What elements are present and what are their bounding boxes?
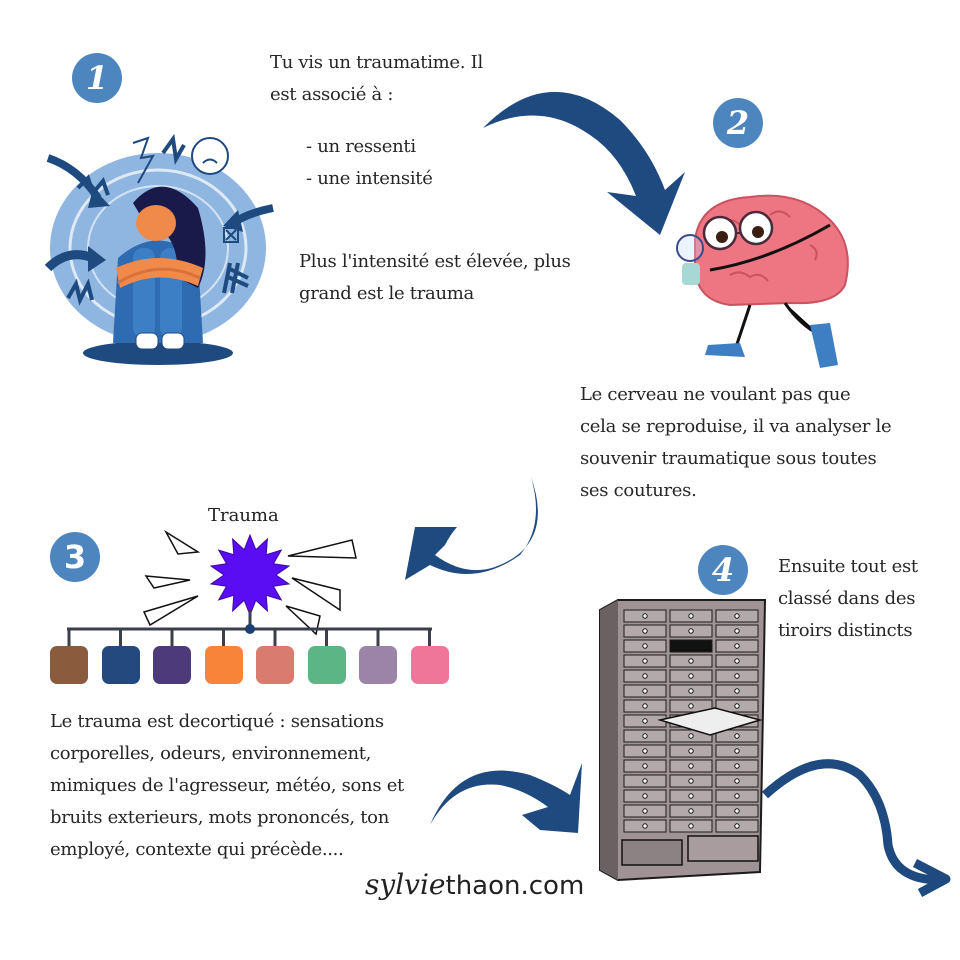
drawer-knob xyxy=(688,793,694,799)
drawer-knob xyxy=(642,823,648,829)
drawer-knob xyxy=(734,748,740,754)
drawer-knob xyxy=(688,688,694,694)
drawer-knob xyxy=(688,778,694,784)
drawer-knob xyxy=(688,703,694,709)
brand-watermark: sylviethaon.com xyxy=(365,868,584,901)
drawer-knob xyxy=(734,688,740,694)
category-tree-connector xyxy=(67,610,432,648)
drawer xyxy=(669,639,713,653)
drawer-knob xyxy=(642,703,648,709)
drawer-knob xyxy=(734,733,740,739)
step-1-intro: Tu vis un traumatime. Il est associé à : xyxy=(270,47,483,111)
drawer-knob xyxy=(688,763,694,769)
brand-signature: sylvie xyxy=(365,868,446,901)
drawer-knob xyxy=(642,643,648,649)
drawer-knob xyxy=(734,628,740,634)
arrow-step1-to-step2-icon xyxy=(483,91,685,235)
step-2-number: 2 xyxy=(726,104,750,142)
drawer-knob xyxy=(734,778,740,784)
step-3-text-line: Le trauma est decortiqué : sensations xyxy=(50,711,384,732)
drawer-knob xyxy=(734,613,740,619)
drawer-knob xyxy=(734,643,740,649)
category-box xyxy=(101,646,140,684)
bullet-item: - une intensité xyxy=(306,168,433,189)
step-1-conclusion: Plus l'intensité est élevée, plus grand … xyxy=(299,246,571,310)
drawer-knob xyxy=(642,778,648,784)
drawer-knob xyxy=(734,823,740,829)
step-3-text-line: mimiques de l'agresseur, météo, sons et xyxy=(50,775,404,796)
drawer-knob xyxy=(642,733,648,739)
bullet-item: - un ressenti xyxy=(306,136,416,157)
category-box xyxy=(153,646,191,684)
step-1-conclusion-line: Plus l'intensité est élevée, plus xyxy=(299,251,571,272)
drawer-knob xyxy=(734,703,740,709)
category-box xyxy=(256,646,294,684)
drawer-knob xyxy=(734,763,740,769)
drawer-knob xyxy=(688,748,694,754)
category-box xyxy=(359,646,397,684)
arrow-step2-to-step3-icon xyxy=(405,477,538,580)
step-4-text: Ensuite tout est classé dans des tiroirs… xyxy=(778,551,918,647)
category-box xyxy=(204,646,243,684)
drawer-knob xyxy=(642,613,648,619)
brand-domain: thaon.com xyxy=(445,871,585,901)
step-2-badge: 2 xyxy=(713,98,763,148)
distressed-person-illustration xyxy=(38,128,278,365)
drawer-knob xyxy=(734,808,740,814)
step-4-text-line: Ensuite tout est xyxy=(778,556,918,577)
drawer-knob xyxy=(688,658,694,664)
step-2-text-line: cela se reproduise, il va analyser le xyxy=(580,416,892,437)
step-4-badge: 4 xyxy=(698,545,748,595)
arrow-continue-icon xyxy=(761,759,951,897)
step-1-intro-line: Tu vis un traumatime. Il xyxy=(270,52,483,73)
drawer-knob xyxy=(688,733,694,739)
drawer-knob xyxy=(642,748,648,754)
drawer-knob xyxy=(688,628,694,634)
drawer-knob xyxy=(688,823,694,829)
drawer-knob xyxy=(734,793,740,799)
drawer-knob xyxy=(734,673,740,679)
step-1-intro-line: est associé à : xyxy=(270,84,394,105)
step-3-text-line: employé, contexte qui précède.... xyxy=(50,839,344,860)
drawer-knob xyxy=(642,763,648,769)
step-4-text-line: classé dans des xyxy=(778,588,916,609)
drawer-knob xyxy=(642,718,648,724)
step-2-text-line: souvenir traumatique sous toutes xyxy=(580,448,877,469)
step-1-badge: 1 xyxy=(72,53,122,103)
trauma-starburst-icon xyxy=(142,529,357,636)
step-2-text-line: Le cerveau ne voulant pas que xyxy=(580,384,851,405)
step-1-number: 1 xyxy=(85,59,109,97)
category-box xyxy=(50,646,88,684)
step-3-text: Le trauma est decortiqué : sensations co… xyxy=(50,706,404,866)
arrow-step3-to-step4-icon xyxy=(430,763,582,833)
step-3-text-line: corporelles, odeurs, environnement, xyxy=(50,743,372,764)
step-3-text-line: bruits exterieurs, mots prononcés, ton xyxy=(50,807,390,828)
step-3-badge: 3 xyxy=(50,532,100,582)
step-1-bullets: - un ressenti - une intensité xyxy=(306,131,433,195)
category-box xyxy=(307,646,346,684)
step-1-conclusion-line: grand est le trauma xyxy=(299,283,474,304)
drawer-knob xyxy=(642,658,648,664)
brain-with-magnifier-illustration xyxy=(670,185,860,375)
step-3-number: 3 xyxy=(63,538,87,576)
drawer-knob xyxy=(642,673,648,679)
trauma-label: Trauma xyxy=(208,505,279,526)
step-2-text: Le cerveau ne voulant pas que cela se re… xyxy=(580,379,892,507)
step-4-text-line: tiroirs distincts xyxy=(778,620,913,641)
drawer-knob xyxy=(688,673,694,679)
step-4-number: 4 xyxy=(711,551,735,589)
drawer-knob xyxy=(642,688,648,694)
drawer-knob xyxy=(642,793,648,799)
drawer-knob xyxy=(642,808,648,814)
drawer-knob xyxy=(688,808,694,814)
drawer-knob xyxy=(642,628,648,634)
category-box xyxy=(410,646,449,684)
drawer-cabinet-illustration xyxy=(599,599,767,882)
drawer-knob xyxy=(734,658,740,664)
step-2-text-line: ses coutures. xyxy=(580,480,697,501)
drawer-knob xyxy=(688,613,694,619)
